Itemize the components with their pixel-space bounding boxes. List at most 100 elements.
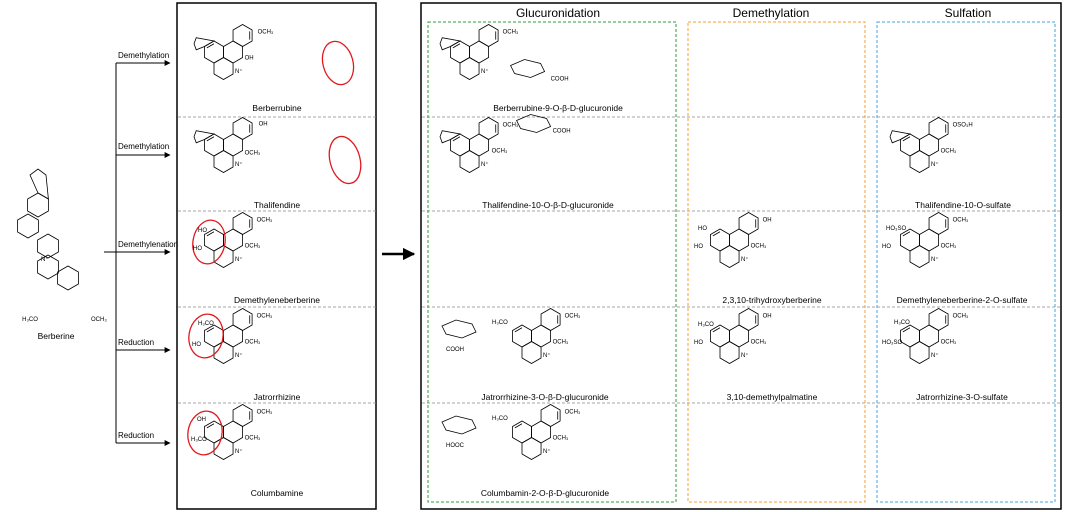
ring — [909, 341, 930, 364]
highlight-circle — [188, 313, 224, 359]
bond — [206, 423, 215, 429]
ring — [540, 404, 561, 427]
metabolite-name: Jatrorrhizine-3-O-β-D-glucuronide — [481, 392, 609, 402]
ring — [478, 24, 499, 47]
ring — [521, 437, 542, 460]
glucuronide-ring — [510, 59, 546, 78]
ring — [512, 420, 532, 444]
bond — [206, 327, 215, 333]
highlight-circle — [328, 135, 362, 185]
metabolite-name: 3,10-demethylpalmatine — [726, 392, 818, 402]
ring — [27, 192, 49, 218]
ring — [729, 324, 749, 348]
bond — [514, 327, 523, 333]
ring — [57, 265, 79, 291]
group-label-och3: OCH₃ — [941, 244, 957, 250]
group-label-oh: OH — [763, 314, 772, 320]
bond — [452, 136, 461, 142]
ring — [37, 254, 59, 280]
ring — [909, 150, 930, 173]
group-label-och3: OCH₃ — [941, 149, 957, 155]
group-label-h3co: H₃CO — [492, 416, 508, 422]
group-label-nplus: N⁺ — [543, 448, 551, 455]
group-label-ho: HO — [698, 226, 707, 232]
ring — [223, 133, 243, 157]
demethylation-box — [687, 21, 866, 503]
ring — [928, 308, 949, 331]
ring — [223, 324, 243, 348]
group-label-och3: OCH₃ — [245, 244, 261, 250]
metabolite-name: Thalifendine-10-O-β-D-glucuronide — [482, 200, 614, 210]
group-label-h3co: H₃CO — [492, 320, 508, 326]
dioxole-ring — [193, 37, 216, 51]
group-label-och3: OCH₃ — [941, 340, 957, 346]
ring — [900, 228, 920, 252]
group-label-ho3so: HO₃SO — [882, 340, 902, 346]
dioxole-ring — [439, 37, 462, 51]
ring — [232, 117, 253, 140]
product-name: Thalifendine — [253, 200, 301, 210]
header-demethylation: Demethylation — [732, 6, 810, 20]
group-label-och3: OCH₃ — [257, 218, 273, 224]
metabolite-name: Jatrorrhizine-3-O-sulfate — [916, 392, 1008, 402]
group-label-nplus: N⁺ — [235, 68, 243, 75]
glucuronide-ring — [516, 114, 552, 133]
group-label-och3: OCH₃ — [565, 410, 581, 416]
ring — [540, 308, 561, 331]
group-label-nplus: N⁺ — [481, 68, 489, 75]
ring — [512, 324, 532, 348]
group-label-och3: OCH₃ — [245, 436, 261, 442]
source-name: Berberine — [37, 331, 75, 341]
group-label-och3: OCH₃ — [953, 218, 969, 224]
group-label-och3: OCH₃ — [953, 314, 969, 320]
bond — [452, 43, 461, 49]
group-label-ho3so: HO₃SO — [886, 226, 906, 232]
dioxole-ring — [439, 130, 462, 144]
bond — [712, 231, 721, 237]
ring — [37, 233, 59, 259]
ring — [213, 150, 234, 173]
ring — [223, 420, 243, 444]
group-label-nplus: N⁺ — [931, 352, 939, 359]
group-label-nplus: N⁺ — [235, 161, 243, 168]
ring — [919, 324, 939, 348]
group-label-nplus: N⁺ — [741, 352, 749, 359]
ring — [531, 324, 551, 348]
ring — [450, 40, 470, 64]
highlight-circle — [187, 410, 223, 456]
group-label-och3: OCH₃ — [257, 410, 273, 416]
group-label-och3: OCH₃ — [565, 314, 581, 320]
ring — [223, 228, 243, 252]
header-sulfation: Sulfation — [944, 6, 992, 20]
group-label-cooh: COOH — [551, 77, 569, 83]
highlight-circle — [192, 219, 226, 265]
group-label-nplus: N⁺ — [741, 256, 749, 263]
group-label-och3: OCH₃ — [245, 151, 261, 157]
ring — [909, 245, 930, 268]
reaction-label: Demethylation — [118, 142, 170, 151]
group-label-och3: OCH₃ — [553, 436, 569, 442]
ring — [729, 228, 749, 252]
bond — [902, 136, 911, 142]
ring — [204, 324, 224, 348]
bond — [206, 43, 215, 49]
row-dividers — [178, 116, 1060, 404]
ring — [204, 40, 224, 64]
group-label-h3co: H₃CO — [698, 322, 714, 328]
reaction-label: Demethylenation — [118, 240, 179, 249]
intermediates-frame — [176, 2, 377, 510]
metabolite-name: Berberrubine-9-O-β-D-glucuronide — [493, 103, 623, 113]
group-label-hooc: HOOC — [446, 443, 465, 449]
group-label-ho: HO — [694, 340, 703, 346]
ring — [204, 228, 224, 252]
ring — [232, 24, 253, 47]
product-name: Demethyleneberberine — [234, 295, 320, 305]
ring — [919, 228, 939, 252]
group-label-oh: OH — [245, 56, 254, 62]
glucuronide-ring — [441, 319, 477, 339]
metabolite-name: Demethyleneberberine-2-O-sulfate — [896, 295, 1028, 305]
ring — [223, 40, 243, 64]
pathway-arrows — [104, 60, 171, 446]
glucuronidation-box — [427, 21, 677, 503]
